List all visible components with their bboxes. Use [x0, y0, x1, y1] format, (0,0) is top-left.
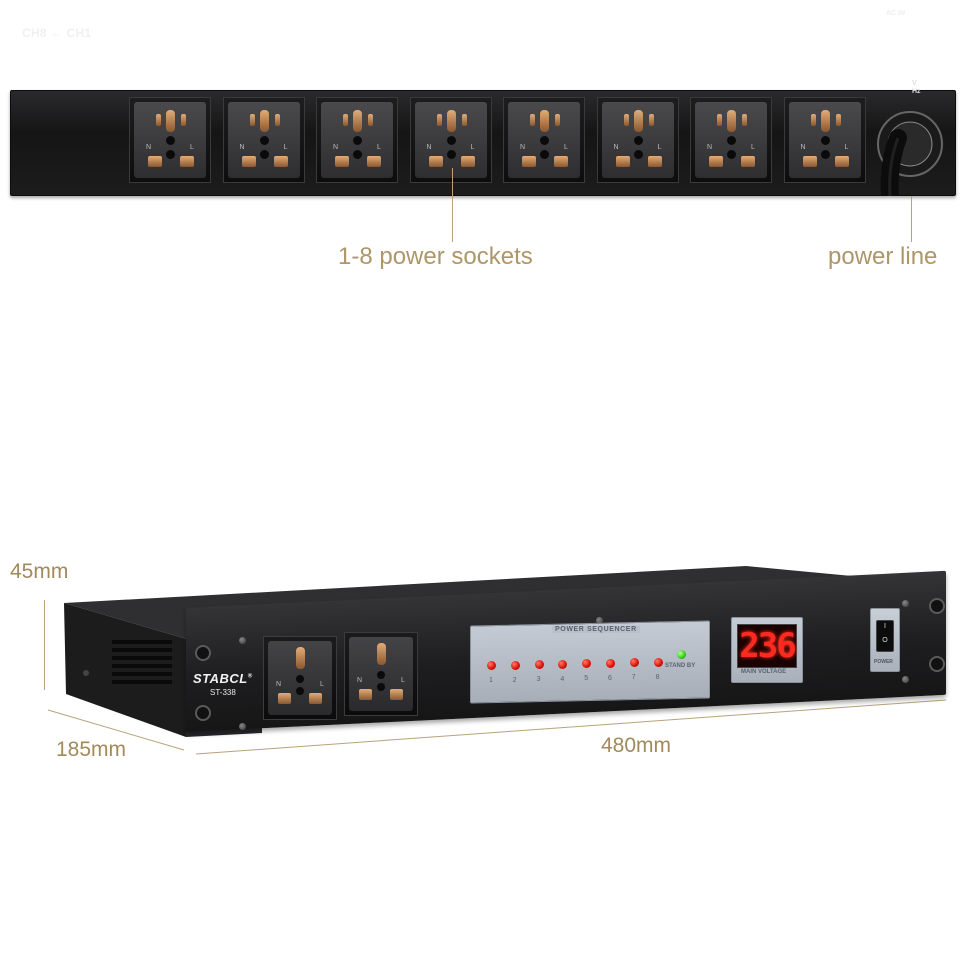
standby-led	[677, 650, 686, 659]
main-voltage-label: MAIN VOLTAGE	[741, 669, 787, 675]
channel-led-label: 1	[489, 677, 493, 684]
power-switch[interactable]: I O	[876, 620, 894, 652]
power-line-callout-line	[911, 196, 912, 242]
depth-dimension: 185mm	[56, 738, 127, 761]
rack-ear-hole	[195, 645, 211, 661]
channel-led	[487, 661, 496, 670]
sequencer-title: POWER SEQUENCER	[552, 626, 640, 633]
channel-led-label: 7	[631, 674, 636, 681]
channel-led-label: 2	[512, 676, 517, 684]
rack-ear-hole	[929, 598, 945, 614]
rack-ear-hole	[195, 705, 211, 721]
channel-led-label: 4	[560, 675, 565, 683]
power-switch-panel	[870, 608, 900, 672]
voltage-display: 236	[737, 624, 797, 668]
width-dimension: 480mm	[601, 734, 672, 757]
channel-led-label: 3	[536, 676, 541, 683]
power-line-callout: power line	[828, 243, 938, 270]
screw	[902, 600, 909, 607]
ac-in-label: AC IN	[886, 10, 906, 17]
channel-led	[558, 659, 568, 669]
channel-led	[534, 660, 544, 669]
brand-logo: STABCL®	[193, 671, 253, 686]
height-dimension-line	[44, 600, 45, 690]
channel-led-label: 5	[584, 675, 589, 682]
screw	[239, 637, 246, 644]
channel-led	[606, 658, 615, 668]
model-label: ST-338	[210, 688, 236, 697]
channel-led-label: 6	[608, 674, 612, 682]
sockets-callout-line	[452, 168, 453, 242]
sockets-callout: 1-8 power sockets	[338, 243, 533, 270]
channel-led	[653, 657, 663, 667]
channel-led	[510, 660, 520, 670]
power-label: POWER	[874, 659, 893, 665]
power-cable-icon	[877, 111, 943, 196]
screw	[239, 723, 246, 730]
channel-led-label: 8	[655, 673, 660, 681]
screw	[902, 676, 909, 683]
voltage-label: V Hz	[912, 80, 921, 95]
rack-ear-hole	[929, 656, 945, 672]
channel-label: CH8 ← CH1	[22, 26, 92, 40]
height-dimension: 45mm	[10, 560, 69, 583]
channel-led	[629, 658, 639, 667]
channel-led	[582, 659, 592, 668]
standby-label: STAND BY	[665, 663, 696, 669]
screw	[596, 617, 603, 624]
